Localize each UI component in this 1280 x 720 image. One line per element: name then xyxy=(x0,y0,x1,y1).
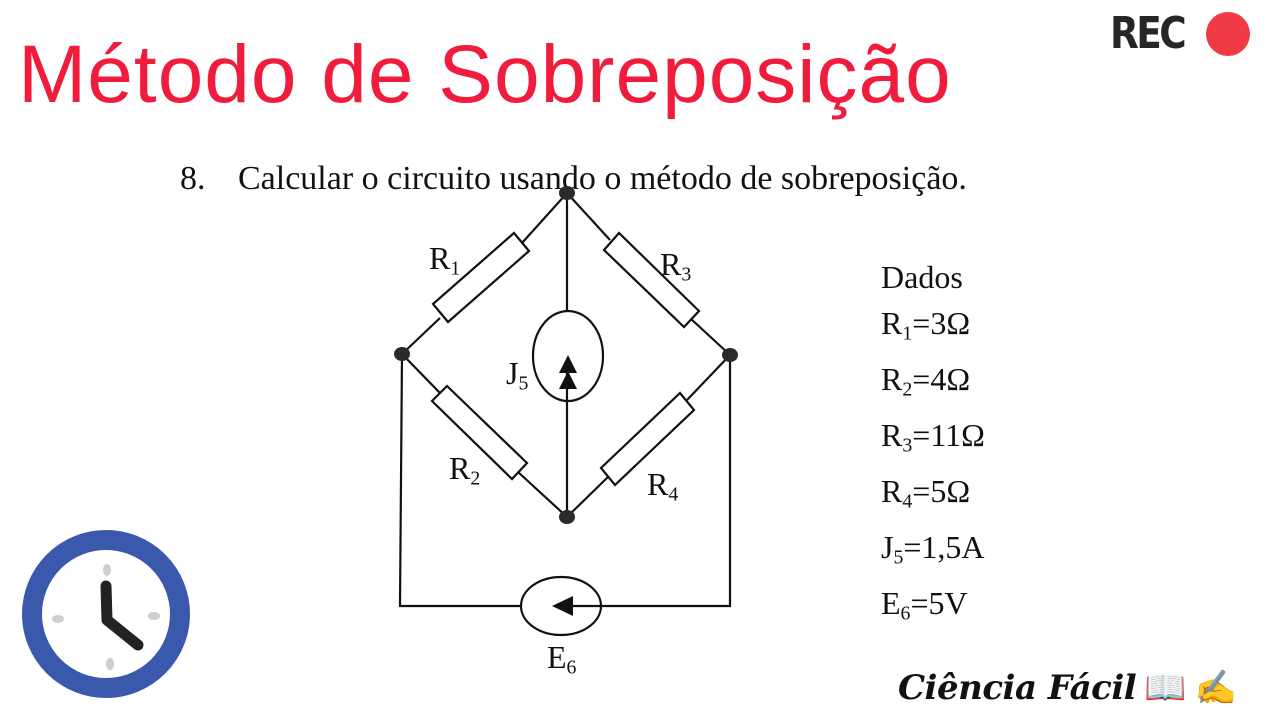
writing-hand-icon: ✍️ xyxy=(1194,669,1237,707)
data-item-r2: R2=4Ω xyxy=(881,360,971,401)
open-book-icon: 📖 xyxy=(1144,669,1187,707)
problem-text: Calcular o circuito usando o método de s… xyxy=(238,160,967,197)
label-r4: R4 xyxy=(647,466,679,506)
clock-icon xyxy=(22,530,190,698)
circuit-nodes xyxy=(394,186,738,524)
record-dot-icon xyxy=(1206,12,1250,56)
problem-number: 8. xyxy=(180,160,206,197)
label-r3: R3 xyxy=(660,246,692,286)
brand-text: Ciência Fácil xyxy=(898,668,1137,708)
label-e6: E6 xyxy=(547,639,577,679)
data-item-e6: E6=5V xyxy=(881,584,968,625)
problem-statement: 8. Calcular o circuito usando o método de… xyxy=(180,154,967,204)
voltage-source-e6 xyxy=(398,353,732,637)
rec-badge: REC xyxy=(1110,4,1260,64)
rec-label: REC xyxy=(1110,8,1187,59)
data-item-r4: R4=5Ω xyxy=(881,472,971,513)
data-item-r1: R1=3Ω xyxy=(881,304,971,345)
current-source-j5 xyxy=(531,193,605,517)
resistor-r1 xyxy=(401,192,568,355)
label-j5: J5 xyxy=(506,355,529,395)
resistor-r3 xyxy=(566,192,731,356)
data-item-j5: J5=1,5A xyxy=(881,528,985,569)
data-heading: Dados xyxy=(881,259,963,295)
data-panel: Dados R1=3Ω R2=4Ω R3=11Ω R4=5Ω J5=1,5A E… xyxy=(881,255,985,637)
label-r1: R1 xyxy=(429,240,461,280)
resistor-r4 xyxy=(566,354,731,518)
data-item-r3: R3=11Ω xyxy=(881,416,985,457)
label-r2: R2 xyxy=(449,450,481,490)
resistor-r2 xyxy=(401,353,568,518)
page-title: Método de Sobreposição xyxy=(18,29,952,120)
brand-signature: Ciência Fácil 📖 ✍️ xyxy=(898,662,1237,714)
